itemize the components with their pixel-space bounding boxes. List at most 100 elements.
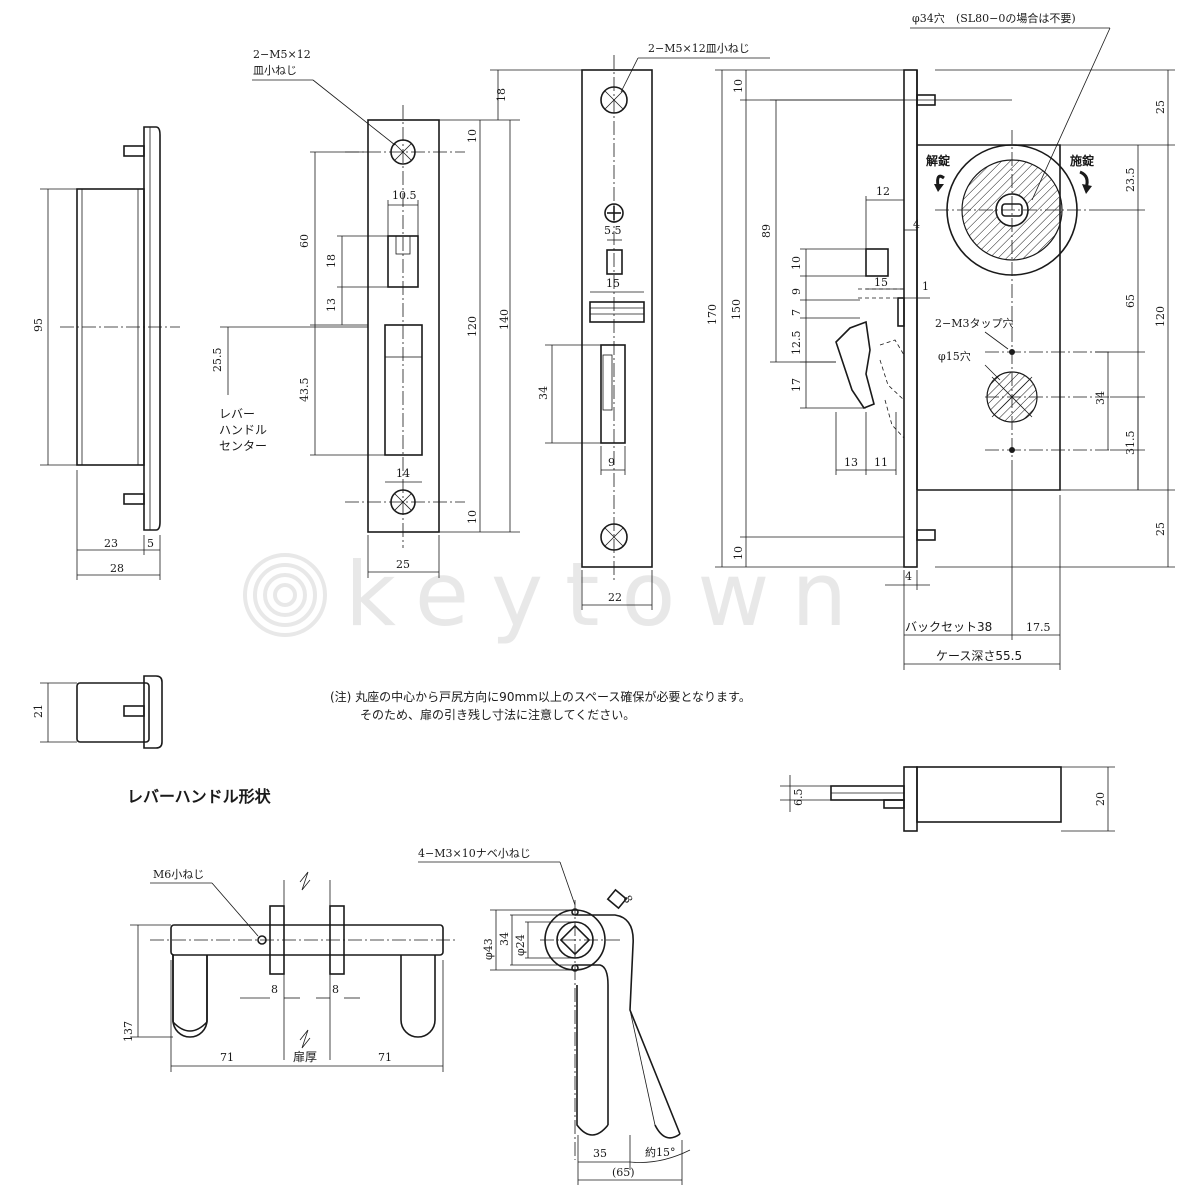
latch-bolt (865, 248, 889, 277)
dim-body-150: 150 (730, 299, 743, 320)
dim-bottom-21: 21 (32, 704, 45, 718)
dim-lever-8-left: 8 (271, 983, 278, 996)
dim-body-10-top: 10 (732, 79, 745, 93)
dim-body-15: 15 (874, 276, 888, 289)
lever-front-view: M6小ねじ 8 8 137 71 扉厚 71 (122, 868, 455, 1072)
dim-lever-35: 35 (593, 1147, 607, 1160)
lever-right-arm (400, 955, 436, 1038)
dim-lever-71-left: 71 (220, 1051, 234, 1064)
body-end-view: 6.5 20 (780, 766, 1115, 832)
lever-arm-inner (575, 964, 609, 1125)
label-lever-center-2: ハンドル (219, 423, 267, 437)
dim-front-43-5: 43.5 (298, 378, 311, 403)
dim-front-25: 25 (396, 558, 410, 571)
dim-strike-140: 140 (498, 309, 511, 330)
dim-lever-71-right: 71 (378, 1051, 392, 1064)
dim-body-17: 17 (790, 378, 803, 392)
watermark-text: keytown (345, 543, 869, 646)
body-faceplate (903, 69, 918, 568)
front-faceplate-view: 2−M5×12 皿小ねじ 10.5 60 43.5 18 13 25.5 レバー… (211, 48, 520, 578)
dim-body-10-latch: 10 (790, 256, 803, 270)
dim-front-10-bottom: 10 (466, 510, 479, 524)
dim-side-28: 28 (110, 562, 124, 575)
callout-m6-screw: M6小ねじ (153, 868, 204, 881)
dim-body-4-top: 4 (913, 218, 920, 231)
dim-strike-34: 34 (537, 386, 550, 400)
section-title-lever: レバーハンドル形状 (127, 787, 272, 806)
dim-side-95: 95 (32, 318, 45, 332)
dim-front-14: 14 (396, 467, 410, 480)
dim-body-25-bottom: 25 (1154, 522, 1167, 536)
dim-body-65: 65 (1124, 294, 1137, 308)
callout-front-screw-2: 皿小ねじ (253, 64, 297, 77)
dim-side-23: 23 (104, 537, 118, 550)
dim-body-11: 11 (874, 456, 888, 469)
dim-front-60: 60 (298, 234, 311, 248)
dim-lever-34: 34 (498, 932, 511, 946)
dim-strike-18: 18 (495, 88, 508, 102)
dim-front-18: 18 (325, 254, 338, 268)
dim-body-4-bottom: 4 (905, 570, 912, 583)
dim-body-34: 34 (1094, 391, 1107, 405)
dim-body-7: 7 (790, 309, 803, 316)
label-unlock: 解錠 (926, 153, 950, 168)
dim-strike-9: 9 (608, 456, 615, 469)
m6-screw-icon (257, 935, 267, 945)
callout-front-screw-1: 2−M5×12 (253, 48, 311, 61)
dim-end-20: 20 (1094, 792, 1107, 806)
dim-body-12: 12 (876, 185, 890, 198)
side-faceplate (143, 126, 161, 531)
label-lever-center-1: レバー (219, 407, 255, 421)
side-view: 95 23 5 28 (32, 126, 180, 580)
strike-plate (581, 69, 653, 568)
label-lever-center-3: センター (219, 439, 267, 453)
body-case (917, 144, 1061, 491)
bottom-end-view: 21 (32, 675, 163, 749)
dim-strike-5-5: 5.5 (604, 224, 622, 237)
dim-body-23-5: 23.5 (1124, 168, 1137, 193)
dim-strike-22: 22 (608, 591, 622, 604)
strike-plate-view: 2−M5×12皿小ねじ 18 140 5.5 15 34 9 22 (490, 42, 770, 610)
callout-hole-15: φ15穴 (938, 349, 971, 363)
dim-lever-8-right: 8 (332, 983, 339, 996)
dim-lever-phi24: φ24 (514, 934, 527, 956)
dim-body-1: 1 (922, 280, 929, 293)
dim-strike-15: 15 (606, 277, 620, 290)
arrow-unlock-icon (936, 174, 945, 187)
dim-lever-137: 137 (122, 1021, 135, 1042)
deadbolt-window (384, 324, 423, 456)
dim-body-120: 120 (1154, 306, 1167, 327)
dim-body-31-5: 31.5 (1124, 431, 1137, 456)
notes: (注) 丸座の中心から戸尻方向に90mm以上のスペース確保が必要となります。 そ… (330, 689, 751, 722)
callout-hole-34-note: (SL80−0の場合は不要) (956, 11, 1076, 25)
callout-hole-34: φ34穴 (912, 11, 945, 25)
lever-side-view: 4−M3×10ナベ小ねじ φ43 34 φ24 8 35 約15° (65) (418, 847, 691, 1185)
dim-end-6-5: 6.5 (792, 789, 805, 807)
dim-front-13: 13 (325, 298, 338, 312)
dim-body-170: 170 (706, 304, 719, 325)
watermark: keytown (243, 543, 869, 646)
label-backset: バックセット38 (905, 620, 992, 634)
label-case-depth: ケース深さ55.5 (936, 649, 1022, 663)
callout-pan-screw: 4−M3×10ナベ小ねじ (418, 847, 531, 860)
dim-front-120: 120 (466, 316, 479, 337)
note-line-1: (注) 丸座の中心から戸尻方向に90mm以上のスペース確保が必要となります。 (330, 689, 751, 704)
front-plate (367, 119, 440, 533)
lever-left-arm (172, 955, 208, 1032)
dim-front-10-top: 10 (466, 129, 479, 143)
dim-body-12-5: 12.5 (790, 331, 803, 356)
dim-lever-15deg: 約15° (645, 1145, 676, 1159)
dim-body-17-5: 17.5 (1026, 621, 1051, 634)
callout-tap-m3: 2−M3タップ穴 (935, 316, 1013, 330)
dim-body-9: 9 (790, 288, 803, 295)
lever-arm-outer (575, 914, 681, 1135)
dim-side-5: 5 (147, 537, 154, 550)
dim-body-25-top: 25 (1154, 100, 1167, 114)
dim-lever-phi43: φ43 (482, 938, 495, 960)
watermark-logo-icon (243, 553, 327, 637)
dim-front-10-5: 10.5 (392, 189, 417, 202)
dim-body-13: 13 (844, 456, 858, 469)
lock-body-view: 解錠 施錠 φ34穴 (SL80−0の場合は不要) 2−M3タップ穴 φ15穴 (706, 11, 1175, 670)
note-line-2: そのため、扉の引き残し寸法に注意してください。 (360, 707, 635, 722)
callout-strike-screw: 2−M5×12皿小ねじ (648, 42, 750, 55)
